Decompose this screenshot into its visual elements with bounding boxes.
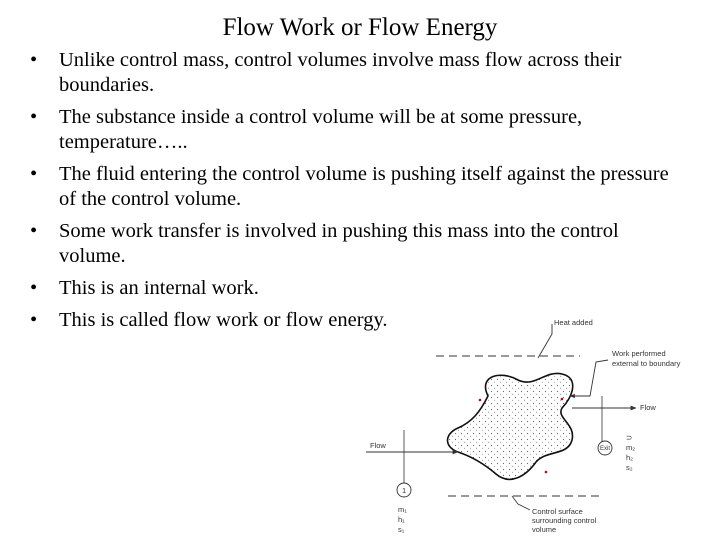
marker-dot: [478, 398, 482, 402]
bullet-item: • The substance inside a control volume w…: [30, 105, 690, 155]
exit-var-1: m₂: [626, 443, 635, 452]
work-label-line-2: external to boundary: [612, 359, 681, 368]
bullet-item: • Unlike control mass, control volumes in…: [30, 48, 690, 98]
bullet-dot: •: [30, 163, 38, 185]
surface-label-line-1: Control surface: [532, 507, 583, 516]
marker-dot: [544, 470, 548, 474]
work-label-line-1: Work performed: [612, 349, 666, 358]
inlet-var-3: s₁: [398, 525, 405, 534]
heat-arrow: [537, 324, 553, 359]
bullet-text: Unlike control mass, control volumes inv…: [59, 49, 622, 96]
surface-label-line-3: volume: [532, 525, 556, 534]
control-volume-shape: [446, 372, 574, 480]
bullet-dot: •: [30, 106, 38, 128]
bullet-item: • The fluid entering the control volume i…: [30, 162, 690, 212]
bullet-dot: •: [30, 220, 38, 242]
inlet-port: [396, 482, 412, 498]
bullet-item: • Some work transfer is involved in pushi…: [30, 219, 690, 269]
bullet-text: The fluid entering the control volume is…: [59, 163, 669, 210]
marker-dot: [560, 397, 564, 401]
bullet-item: • This is called flow work or flow energy…: [30, 308, 690, 333]
bullet-dot: •: [30, 309, 38, 331]
bullet-dot: •: [30, 277, 38, 299]
bullet-text: This is an internal work.: [59, 277, 259, 299]
surface-label-line-2: surrounding control: [532, 516, 597, 525]
exit-port: [597, 440, 613, 456]
inflow-label: Flow: [370, 441, 386, 450]
bullet-text: This is called flow work or flow energy.: [59, 309, 388, 331]
outflow-label: Flow: [640, 403, 656, 412]
inlet-port-label: 1: [402, 486, 406, 495]
surface-pointer: [511, 495, 531, 511]
bullet-item: • This is an internal work.: [30, 276, 690, 301]
bullet-text: Some work transfer is involved in pushin…: [59, 220, 619, 267]
exit-var-2: h₂: [626, 453, 633, 462]
control-volume-diagram: Heat added Work performed external to bo…: [340, 300, 720, 540]
work-arrow: [569, 359, 609, 399]
inlet-var-2: h₁: [398, 515, 405, 524]
inlet-var-1: m₁: [398, 505, 407, 514]
slide-title: Flow Work or Flow Energy: [222, 14, 498, 41]
exit-var-3: s₂: [626, 463, 633, 472]
exit-port-label: Exit: [600, 446, 610, 452]
exit-prefix: ⊃: [626, 433, 632, 442]
bullet-text: The substance inside a control volume wi…: [59, 106, 583, 153]
bullet-list: • Unlike control mass, control volumes in…: [30, 48, 690, 340]
bullet-dot: •: [30, 49, 38, 71]
heat-label: Heat added: [554, 318, 593, 327]
